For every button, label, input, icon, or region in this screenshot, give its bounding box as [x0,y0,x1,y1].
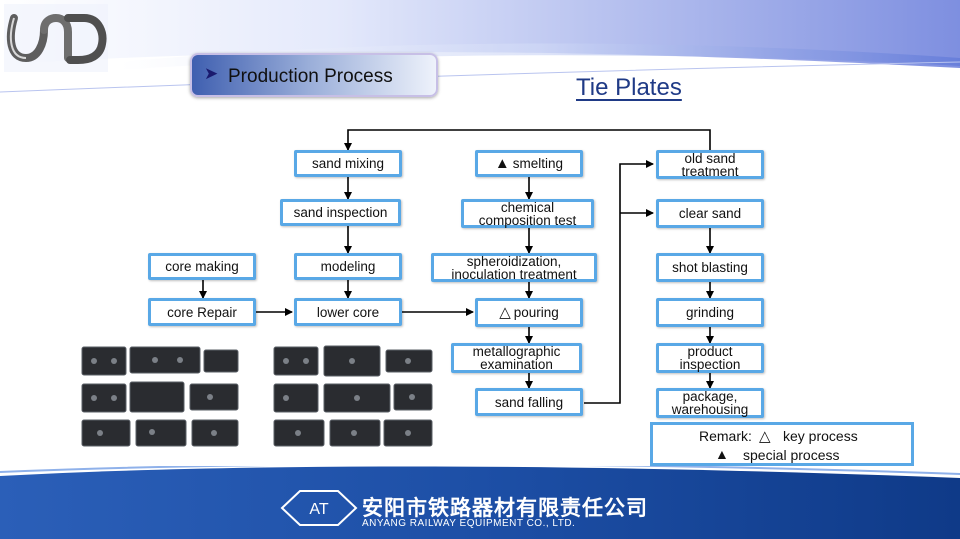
arrow-bullet-icon: ➤ [204,64,219,83]
step-modeling: modeling [294,253,402,280]
step-core-making: core making [148,253,256,280]
company-logo-icon: AT [280,490,358,526]
footer-band [0,466,960,539]
tie-plate-photo [81,346,239,447]
step-sand-falling: sand falling [475,388,583,416]
step-old-sand-treatment: old sand treatment [656,150,764,179]
company-name-english: ANYANG RAILWAY EQUIPMENT CO., LTD. [362,518,576,529]
company-name-chinese: 安阳市铁路器材有限责任公司 [362,497,648,520]
special-process-marker: ▲ [494,155,510,172]
step-sand-mixing: sand mixing [294,150,402,177]
remark-legend: Remark: △ key process ▲ special process [650,422,914,466]
step-package-warehousing: package, warehousing [656,388,764,418]
company-logo-text: AT [309,501,328,518]
key-process-symbol: △ [759,428,771,445]
top-decorative-band [0,0,960,93]
step-shot-blasting: shot blasting [656,253,764,282]
key-process-label: key process [783,428,858,444]
arrow-sand-falling-to-old-sand [584,160,654,404]
special-process-label: special process [743,447,840,463]
remark-label: Remark: [699,428,752,444]
step-smelting: ▲smelting [475,150,583,177]
step-spheroidization: spheroidization, inoculation treatment [431,253,597,282]
step-clear-sand: clear sand [656,199,764,228]
tie-plate-photo [273,345,433,447]
step-pouring: △pouring [475,298,583,327]
step-sand-inspection: sand inspection [280,199,401,226]
step-metallographic-examination: metallographic examination [451,343,582,373]
section-title: Production Process [228,66,393,87]
step-lower-core: lower core [294,298,402,326]
step-chemical-composition-test: chemical composition test [461,199,594,228]
step-core-repair: core Repair [148,298,256,326]
step-grinding: grinding [656,298,764,327]
section-header: ➤ Production Process [190,53,438,97]
logo-icon [4,4,108,72]
step-product-inspection: product inspection [656,343,764,373]
page-title: Tie Plates [576,74,682,101]
arrow-recycle-to-sand-mixing [344,129,711,152]
special-process-symbol: ▲ [715,446,729,462]
key-process-marker: △ [499,304,511,321]
